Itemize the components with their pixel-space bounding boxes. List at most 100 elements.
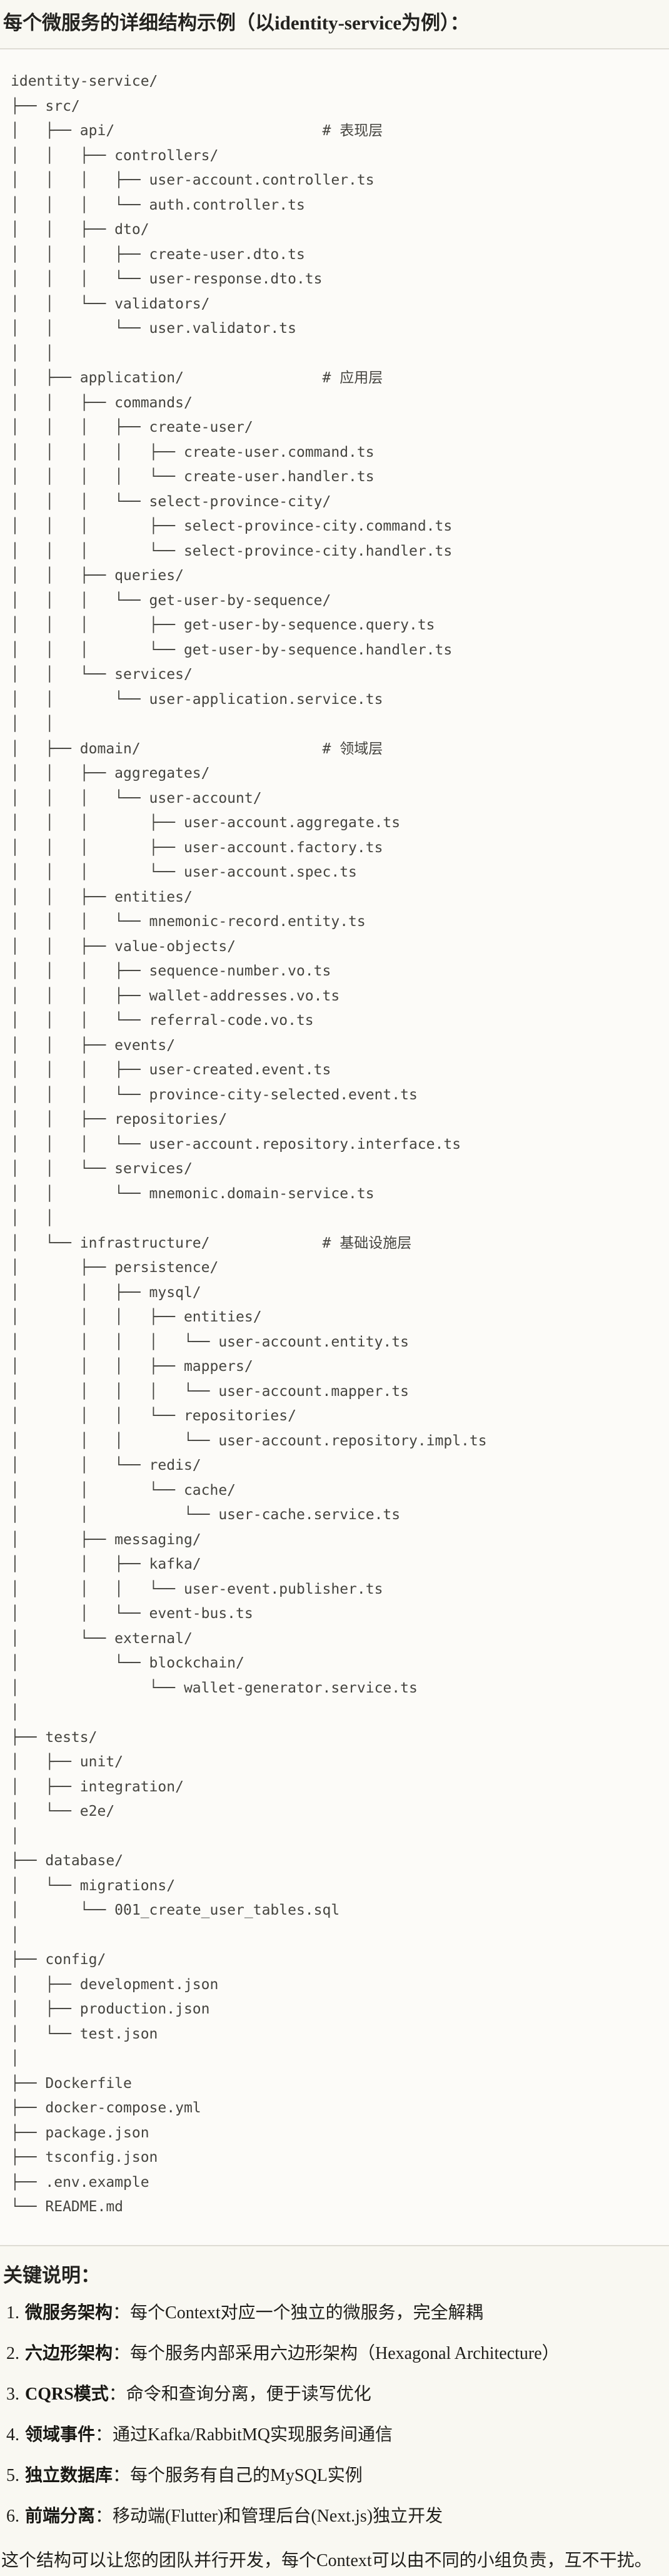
tree-line: │ │ [11, 345, 54, 362]
tree-line: │ │ │ ├── user-account.factory.ts [11, 839, 383, 856]
tree-line: │ │ ├── commands/ [11, 394, 193, 411]
tree-line: │ │ │ ├── sequence-number.vo.ts [11, 963, 331, 979]
tree-line: │ ├── production.json [11, 2001, 210, 2017]
tree-line: │ │ ├── controllers/ [11, 147, 219, 164]
tree-line: │ │ │ ├── select-province-city.command.t… [11, 518, 453, 534]
tree-line: │ │ │ ├── user-account.aggregate.ts [11, 815, 401, 831]
tree-line: │ │ ├── queries/ [11, 568, 184, 584]
tree-line: │ └── wallet-generator.service.ts [11, 1679, 418, 1696]
tree-line: │ │ └── user-cache.service.ts [11, 1507, 401, 1523]
tree-line: ├── docker-compose.yml [11, 2100, 201, 2116]
notes-title: 关键说明： [3, 2264, 100, 2286]
tree-line: │ ├── messaging/ [11, 1531, 201, 1548]
tree-line: │ [11, 1704, 19, 1721]
tree-line: │ └── 001_create_user_tables.sql [11, 1902, 340, 1918]
tree-line: │ │ [11, 1210, 54, 1226]
note-item-number: 1. [6, 2303, 19, 2323]
tree-line: identity-service/ [11, 73, 158, 89]
tree-line: │ │ │ │ └── user-account.entity.ts [11, 1333, 409, 1350]
note-item: 1. 微服务架构：每个Context对应一个独立的微服务，完全解耦 [6, 2303, 669, 2323]
tree-line: │ │ └── user-application.service.ts [11, 691, 383, 708]
tree-line: ├── Dockerfile [11, 2075, 132, 2092]
tree-line: │ [11, 2050, 19, 2067]
note-item: 6.前端分离：移动端(Flutter)和管理后台(Next.js)独立开发 [6, 2507, 669, 2526]
note-item: 4. 领域事件：通过Kafka/RabbitMQ实现服务间通信 [6, 2425, 669, 2445]
tree-line: │ │ [11, 716, 54, 732]
note-item-text: ：每个Context对应一个独立的微服务，完全解耦 [113, 2303, 483, 2323]
tree-line: │ [11, 1927, 19, 1943]
page-title: 每个微服务的详细结构示例（以identity-service为例）： [3, 12, 470, 34]
tree-line: │ │ │ ├── entities/ [11, 1309, 262, 1325]
note-item-number: 6. [6, 2506, 19, 2526]
tree-line: │ │ └── event-bus.ts [11, 1606, 253, 1622]
tree-line: │ │ ├── value-objects/ [11, 938, 236, 955]
note-item-text: ：移动端(Flutter)和管理后台(Next.js)独立开发 [95, 2506, 443, 2526]
tree-line: │ │ └── validators/ [11, 295, 210, 312]
tree-line: │ ├── application/ # 应用层 [11, 370, 383, 386]
note-item-label: 独立数据库 [25, 2465, 113, 2485]
tree-line: │ │ │ └── select-province-city.handler.t… [11, 542, 453, 559]
tree-line: │ │ │ └── referral-code.vo.ts [11, 1012, 314, 1029]
note-item-number: 5. [6, 2465, 19, 2485]
tree-line: │ ├── persistence/ [11, 1260, 219, 1276]
note-item-label: 微服务架构 [25, 2303, 113, 2323]
tree-line: │ │ │ ├── user-account.controller.ts [11, 172, 375, 188]
note-item-text: ：通过Kafka/RabbitMQ实现服务间通信 [95, 2425, 393, 2445]
tree-line: │ │ └── mnemonic.domain-service.ts [11, 1185, 375, 1202]
tree-line: │ │ └── cache/ [11, 1482, 236, 1499]
note-item-number: 2. [6, 2343, 19, 2363]
note-item-label: 领域事件 [25, 2425, 96, 2445]
tree-line: │ │ ├── aggregates/ [11, 765, 210, 781]
tree-line: │ │ │ └── auth.controller.ts [11, 196, 305, 213]
tree-line: │ │ │ ├── user-created.event.ts [11, 1062, 331, 1078]
tree-line: │ │ ├── events/ [11, 1037, 176, 1054]
note-item-number: 3. [6, 2384, 19, 2404]
tree-line: │ │ │ └── user-account.repository.interf… [11, 1136, 461, 1153]
directory-tree: identity-service/ ├── src/ │ ├── api/ # … [11, 69, 659, 2220]
tree-line: │ │ └── redis/ [11, 1457, 201, 1474]
tree-line: ├── tests/ [11, 1729, 98, 1746]
notes-list: 1. 微服务架构：每个Context对应一个独立的微服务，完全解耦 2. 六边形架构… [0, 2303, 669, 2526]
closing-note: 这个结构可以让您的团队并行开发，每个Context可以由不同的小组负责，互不干扰… [1, 2550, 652, 2570]
tree-line: │ └── test.json [11, 2025, 158, 2042]
note-item: 5. 独立数据库：每个服务有自己的MySQL实例 [6, 2465, 669, 2485]
tree-line: │ ├── integration/ [11, 1778, 184, 1795]
tree-line: │ │ │ ├── get-user-by-sequence.query.ts [11, 617, 435, 633]
tree-line: │ │ ├── mysql/ [11, 1284, 201, 1301]
tree-line: ├── config/ [11, 1952, 106, 1968]
tree-line: │ │ │ ├── mappers/ [11, 1358, 253, 1375]
tree-line: ├── database/ [11, 1853, 124, 1869]
tree-line: │ │ │ │ └── create-user.handler.ts [11, 469, 375, 485]
tree-line: │ │ │ └── user-account.spec.ts [11, 864, 357, 880]
tree-line: │ ├── development.json [11, 1976, 219, 1993]
tree-line: │ │ │ ├── create-user.dto.ts [11, 246, 305, 263]
tree-line: │ │ ├── kafka/ [11, 1556, 201, 1572]
tree-line: │ └── e2e/ [11, 1803, 115, 1820]
code-block: identity-service/ ├── src/ │ ├── api/ # … [0, 48, 669, 2246]
tree-line: │ │ ├── repositories/ [11, 1111, 228, 1128]
tree-line: │ │ ├── entities/ [11, 888, 193, 905]
note-item: 3.CQRS模式：命令和查询分离，便于读写优化 [6, 2385, 669, 2404]
note-item-label: CQRS模式 [25, 2384, 109, 2404]
tree-line: │ ├── unit/ [11, 1754, 124, 1770]
tree-line: │ │ │ └── mnemonic-record.entity.ts [11, 914, 366, 930]
tree-line: │ └── migrations/ [11, 1877, 176, 1894]
tree-line: │ │ │ └── user-account.repository.impl.t… [11, 1432, 487, 1449]
tree-line: │ │ │ └── repositories/ [11, 1408, 296, 1424]
tree-line: │ │ │ └── user-response.dto.ts [11, 271, 323, 287]
tree-line: │ └── infrastructure/ # 基础设施层 [11, 1235, 412, 1251]
tree-line: │ │ │ └── get-user-by-sequence.handler.t… [11, 641, 453, 658]
note-item-text: ：每个服务有自己的MySQL实例 [113, 2465, 363, 2485]
tree-line: ├── package.json [11, 2124, 149, 2141]
tree-line: ├── src/ [11, 98, 80, 115]
tree-line: │ │ └── user.validator.ts [11, 320, 296, 337]
tree-line: │ │ │ └── user-account/ [11, 790, 262, 807]
tree-line: │ [11, 1828, 19, 1845]
note-item-label: 六边形架构 [25, 2343, 113, 2363]
note-item-number: 4. [6, 2425, 19, 2445]
tree-line: ├── tsconfig.json [11, 2149, 158, 2166]
tree-line: │ │ │ ├── create-user/ [11, 419, 253, 435]
tree-line: │ │ │ │ ├── create-user.command.ts [11, 444, 375, 461]
tree-line: │ │ │ │ └── user-account.mapper.ts [11, 1383, 409, 1400]
tree-line: │ └── external/ [11, 1630, 193, 1647]
